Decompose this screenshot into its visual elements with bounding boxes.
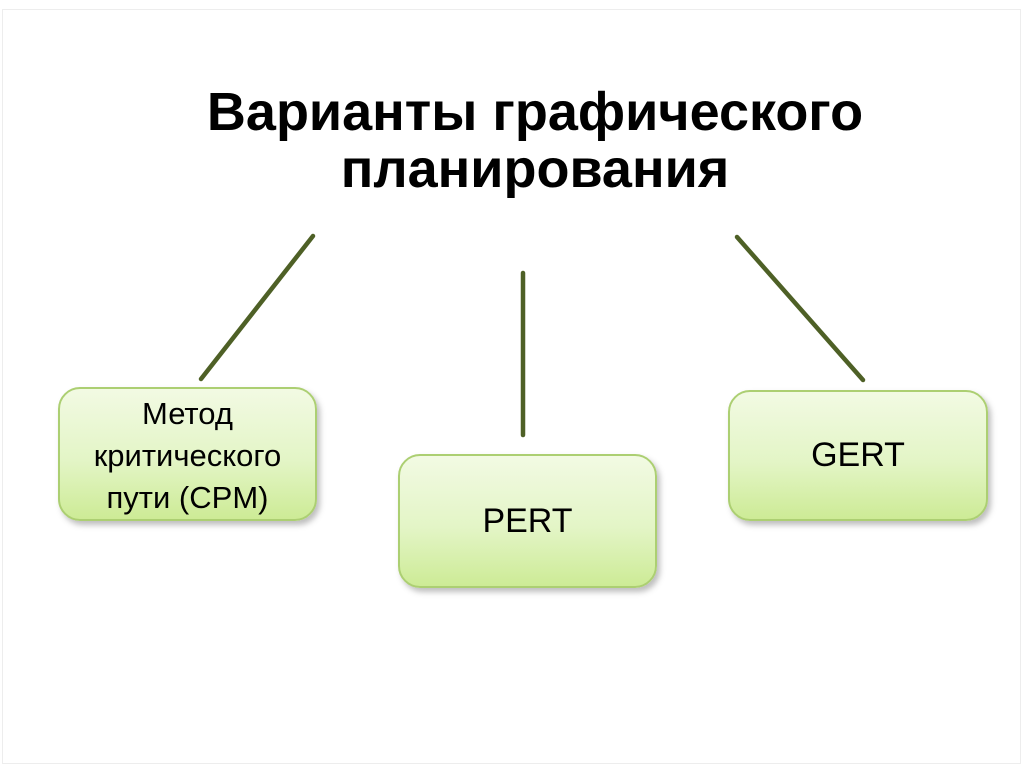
node-cpm-label: Метод критического пути (CPM)	[94, 393, 282, 519]
node-gert-label: GERT	[811, 436, 905, 474]
node-cpm: Метод критического пути (CPM)	[58, 387, 317, 521]
slide-title-line-2: планирования	[340, 139, 730, 199]
connector-line-left	[198, 233, 316, 382]
slide-title-line-1: Варианты графического	[206, 82, 864, 142]
node-pert: PERT	[398, 454, 657, 588]
slide-title: Варианты графического планирования	[127, 84, 943, 198]
node-gert: GERT	[728, 390, 988, 521]
node-pert-label: PERT	[482, 501, 573, 540]
connector-line-right	[734, 234, 866, 383]
node-cpm-label-line-3: пути (CPM)	[106, 480, 269, 515]
node-cpm-label-line-2: критического	[93, 438, 282, 473]
node-cpm-label-line-1: Метод	[142, 396, 233, 431]
